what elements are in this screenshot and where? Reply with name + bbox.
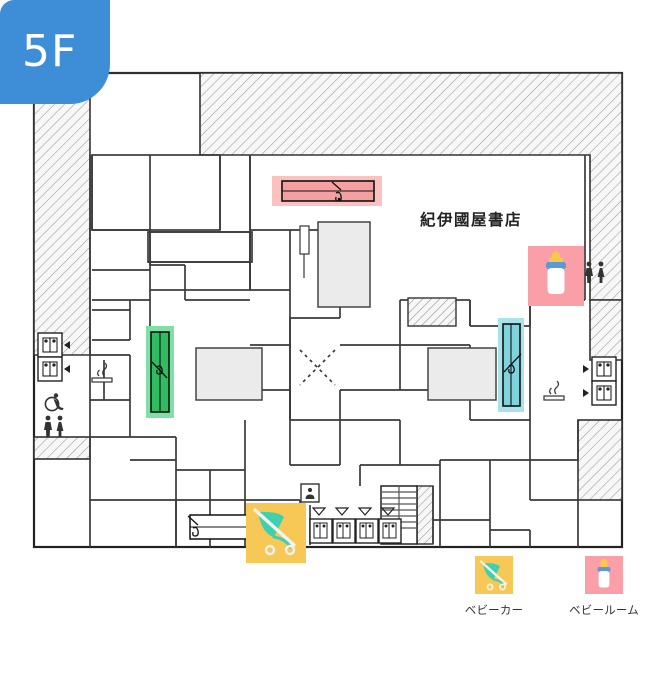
restroom-icon-right[interactable] — [585, 261, 605, 283]
fixture-blocks — [195, 221, 497, 401]
accessible-restroom-icon[interactable] — [44, 393, 64, 412]
smoking-area-icon-right[interactable] — [543, 380, 565, 401]
elevator-bottom-1[interactable] — [309, 507, 333, 544]
escalator-red[interactable] — [272, 176, 382, 206]
escalator-green[interactable] — [146, 326, 174, 418]
elevator-bottom-2[interactable] — [332, 507, 356, 544]
baby-bottle-icon — [585, 556, 623, 594]
escalator-blue[interactable] — [498, 318, 524, 412]
elevator-bottom-4[interactable] — [378, 507, 402, 544]
elevator-left-2[interactable] — [37, 356, 70, 382]
legend-item-baby-room[interactable]: ベビールーム — [562, 556, 646, 618]
elevator-right-1[interactable] — [583, 356, 617, 382]
baby-room-marker[interactable] — [528, 246, 584, 306]
elevator-left-1[interactable] — [37, 332, 70, 358]
elevator-bank-bottom[interactable] — [309, 507, 402, 544]
map-legend: ベビーカー ベビールーム — [452, 556, 646, 618]
legend-label-baby-room: ベビールーム — [569, 603, 639, 617]
information-icon[interactable] — [300, 483, 320, 503]
stroller-marker[interactable] — [246, 503, 306, 563]
stroller-icon — [475, 556, 513, 594]
elevator-right-2[interactable] — [583, 380, 617, 406]
restroom-icon-left[interactable] — [44, 415, 64, 437]
legend-label-stroller: ベビーカー — [464, 603, 524, 617]
elevator-bottom-3[interactable] — [355, 507, 379, 544]
store-label-kinokuniya[interactable]: 紀伊國屋書店 — [420, 211, 523, 229]
smoking-area-icon-left[interactable] — [91, 362, 113, 383]
floor-label: 5F — [22, 26, 78, 77]
room-partitions — [89, 154, 586, 547]
legend-item-stroller[interactable]: ベビーカー — [452, 556, 536, 618]
floor-badge[interactable]: 5F — [0, 0, 110, 104]
wall-hatch-zones — [33, 72, 623, 545]
